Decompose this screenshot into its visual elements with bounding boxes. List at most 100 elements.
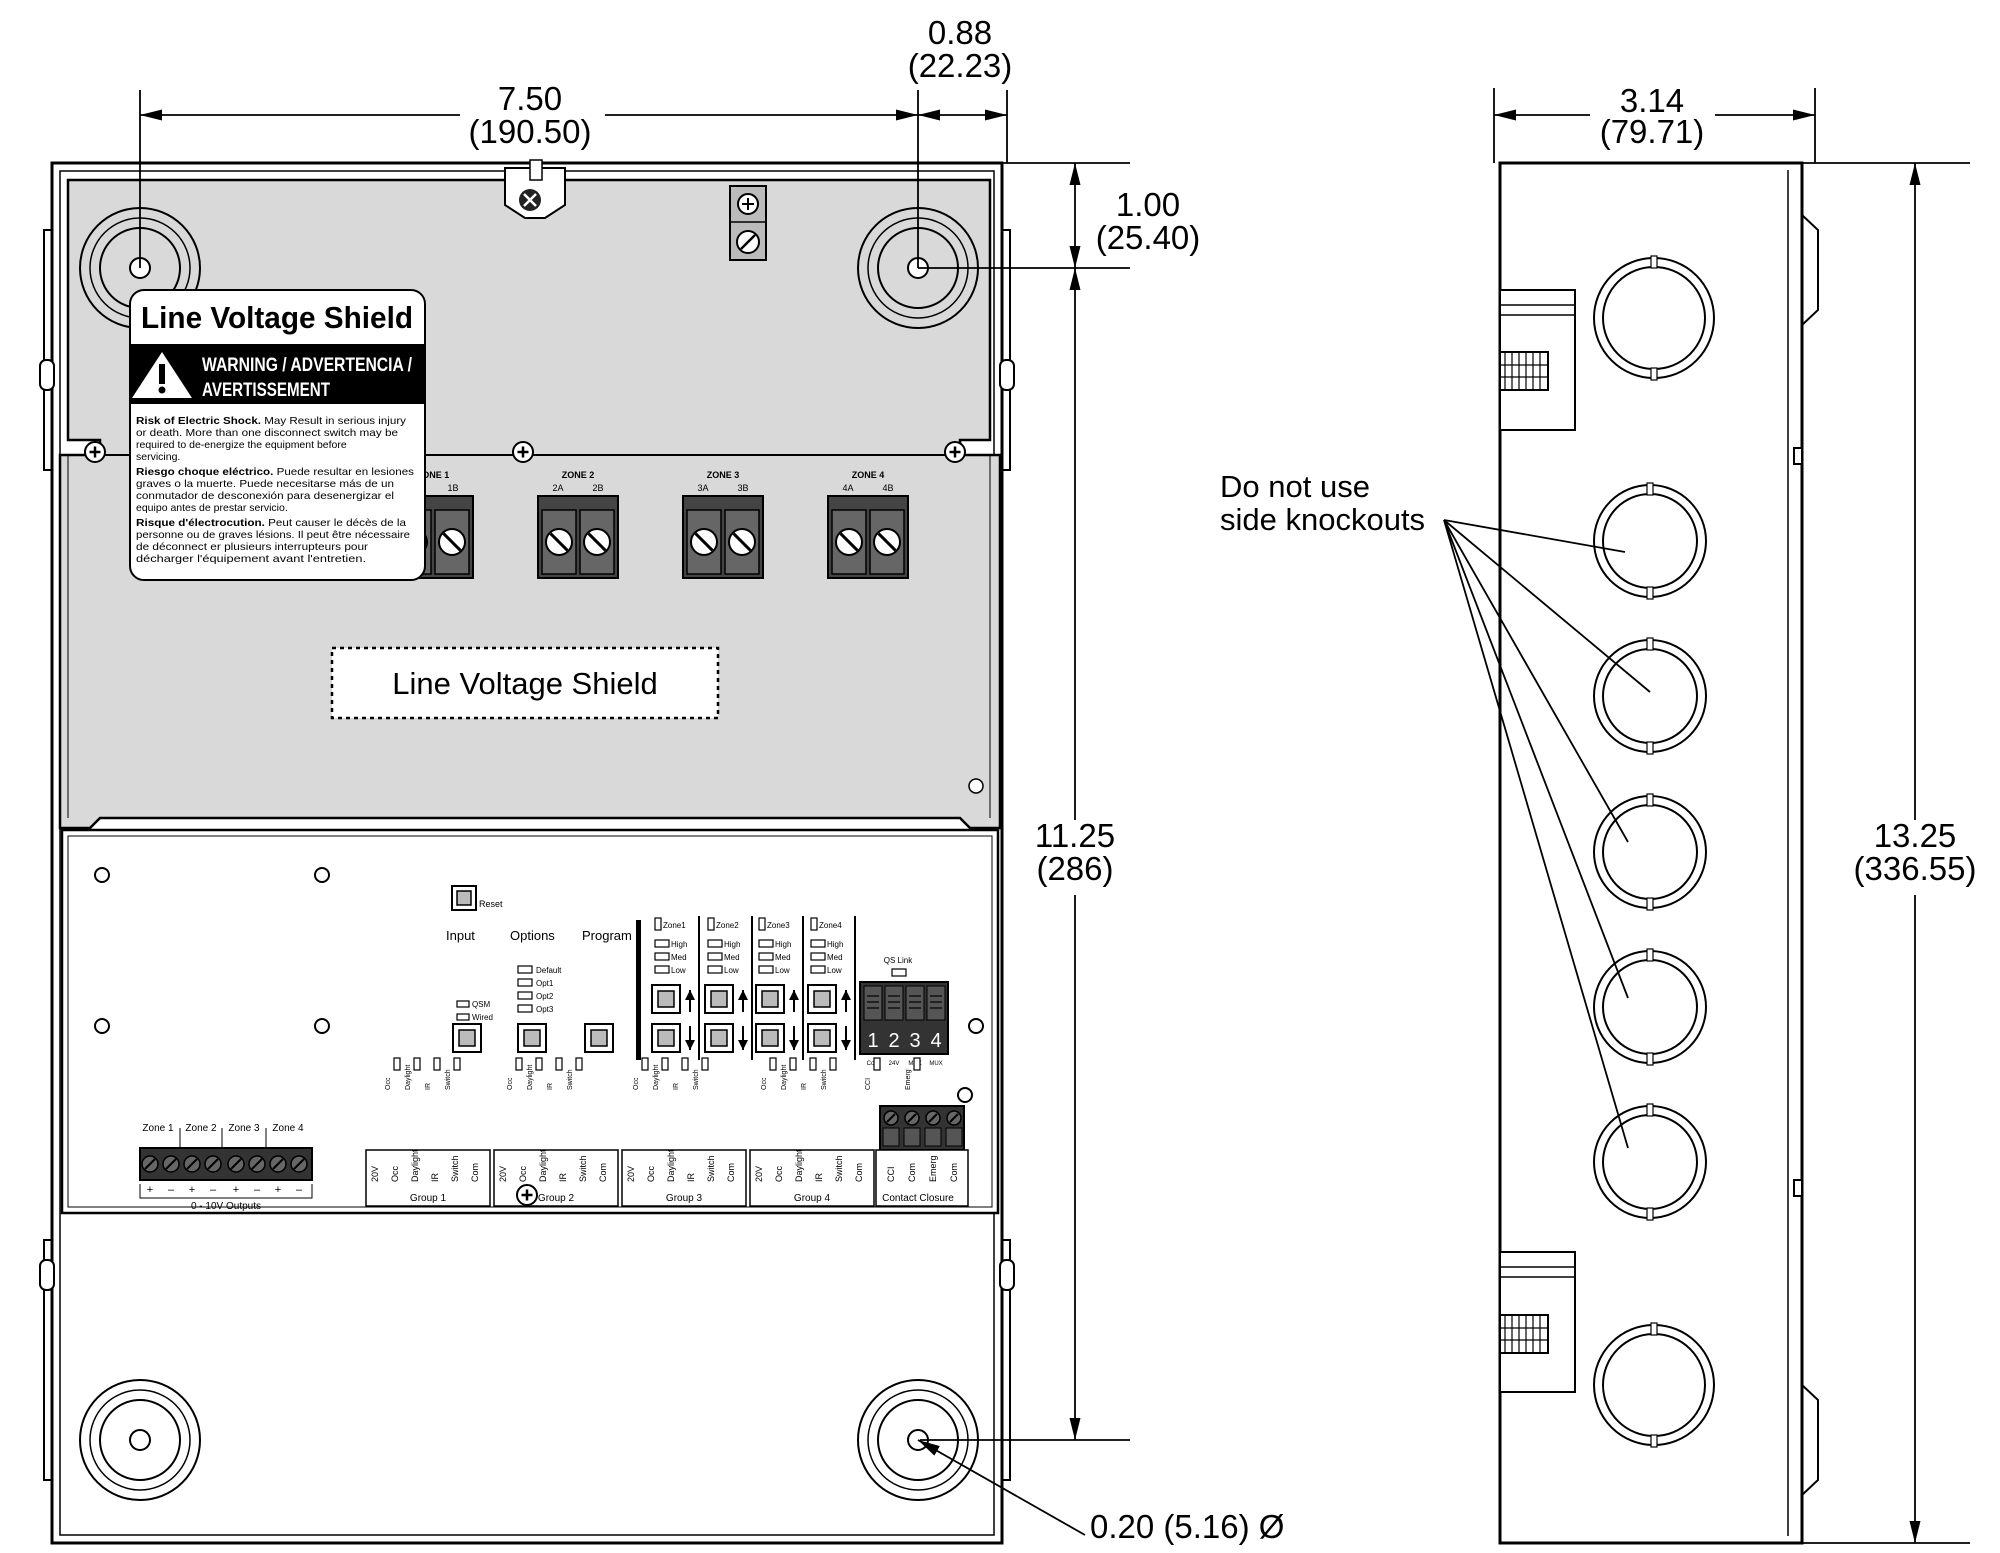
option-led (517, 1004, 533, 1013)
en-bold: Risk of Electric Shock. (136, 415, 261, 427)
button-cap (657, 990, 675, 1008)
es-1: Puede resultar en lesiones (277, 466, 414, 478)
sensor-led-label: Switch (567, 1069, 574, 1090)
level-led (810, 965, 826, 974)
plus-sign: + (189, 1184, 195, 1196)
group-label: Group 1 (410, 1193, 447, 1204)
group-pin-label: Com (470, 1163, 480, 1182)
level-led-label: Med (724, 953, 740, 962)
fr-bold: Risque d'électrocution. (136, 517, 265, 529)
shield-box-text: Line Voltage Shield (392, 666, 657, 701)
side-knockout-2 (1593, 482, 1707, 600)
screw-slot (839, 532, 859, 552)
output-zone-label: Zone 1 (142, 1123, 174, 1134)
knockout-tab (1650, 1434, 1658, 1448)
zone-led (810, 917, 818, 931)
dim-hole: 0.20 (5.16) Ø (1090, 1508, 1284, 1545)
zone-up-button[interactable] (704, 984, 734, 1014)
qs-pin-sub: MUX (929, 1061, 942, 1067)
group-pin-label: Switch (450, 1155, 460, 1182)
qsm-label: QSM (472, 1000, 491, 1009)
program-button[interactable] (584, 1023, 614, 1053)
terminal-screw-icon (728, 528, 756, 556)
sensor-led (769, 1057, 777, 1071)
level-led (758, 965, 774, 974)
level-led (810, 939, 826, 948)
terminal-screw-icon (690, 528, 718, 556)
sensor-led-label: IR (425, 1083, 432, 1090)
group-pin-label: 20V (754, 1166, 764, 1182)
fr-4: décharger l'équipement avant l'entretien… (136, 553, 366, 565)
sensor-led-label: Switch (445, 1069, 452, 1090)
level-led-label: Med (775, 953, 791, 962)
sensor-led-label: Occ (385, 1077, 392, 1090)
contact-screw-slot (928, 1113, 938, 1123)
knockout-inner (1602, 493, 1698, 589)
screw-cross (89, 446, 101, 458)
contact-pin-label: Com (907, 1163, 917, 1182)
screw-cross (949, 446, 961, 458)
sensor-led-label: Switch (821, 1069, 828, 1090)
en-1: May Result in serious injury (264, 415, 407, 427)
knockout-tab (1646, 948, 1654, 962)
qs-pin-sub: Com (867, 1061, 880, 1067)
group-pin-label: Daylight (794, 1149, 804, 1182)
sensor-led-label: Occ (507, 1077, 514, 1090)
button-cap (657, 1029, 675, 1047)
cci-led-label: Emerg (905, 1069, 912, 1090)
sensor-led (575, 1057, 583, 1071)
level-led-label: Low (724, 966, 739, 975)
zone-up-button[interactable] (651, 984, 681, 1014)
group-pin-label: Daylight (410, 1149, 420, 1182)
zone-down-button[interactable] (807, 1023, 837, 1053)
zone-down-button[interactable] (755, 1023, 785, 1053)
group-pin-label: 20V (370, 1166, 380, 1182)
qs-pin-ribs (909, 995, 921, 1009)
level-led-label: High (827, 940, 843, 949)
zone-down-button[interactable] (704, 1023, 734, 1053)
knockout-inner (1602, 1114, 1698, 1210)
group-pin-label: IR (814, 1172, 824, 1182)
side-knockout-3 (1593, 637, 1707, 755)
group-pin-label: Occ (646, 1165, 656, 1182)
qs-pin-number: 2 (888, 1030, 899, 1052)
group-pin-label: 20V (626, 1166, 636, 1182)
knockout-tab (1646, 586, 1654, 600)
button-frame (704, 1023, 734, 1053)
qs-pin-ribs (867, 995, 879, 1009)
terminal-screw-icon (545, 528, 573, 556)
sensor-led-label: Daylight (781, 1065, 788, 1090)
zone-up-button[interactable] (807, 984, 837, 1014)
en-4: servicing. (136, 451, 180, 463)
zone-down-button[interactable] (651, 1023, 681, 1053)
reset-button[interactable]: Reset (451, 885, 503, 911)
latch-screw-icon (504, 159, 566, 219)
knockout-bottom-left (79, 1379, 201, 1501)
option-led (517, 965, 533, 974)
knockout-tab (1650, 255, 1658, 269)
en-3: required to de-energize the equipment be… (136, 439, 347, 451)
options-button[interactable] (517, 1023, 547, 1053)
minus-sign: – (210, 1184, 217, 1196)
fr-1: Peut causer le décès de la (268, 517, 406, 529)
group-pin-label: Com (598, 1163, 608, 1182)
terminal-screw-icon (438, 528, 466, 556)
knockout-inner (1602, 648, 1698, 744)
button-cap (710, 1029, 728, 1047)
sensor-led (661, 1057, 669, 1071)
side-knockout-6 (1593, 1103, 1707, 1221)
sensor-led-label: Occ (633, 1077, 640, 1090)
level-led (654, 965, 670, 974)
input-button[interactable] (452, 1023, 482, 1053)
sensor-led-label: IR (673, 1083, 680, 1090)
reset-label: Reset (479, 899, 503, 909)
knockout-inner (1602, 804, 1698, 900)
dim-total-in: 13.25 (1874, 817, 1957, 854)
en-2: or death. More than one disconnect switc… (136, 427, 398, 439)
qs-pin-sub: 24V (889, 1061, 900, 1067)
zone-up-button[interactable] (755, 984, 785, 1014)
button-cap (761, 990, 779, 1008)
plus-sign: + (275, 1184, 281, 1196)
